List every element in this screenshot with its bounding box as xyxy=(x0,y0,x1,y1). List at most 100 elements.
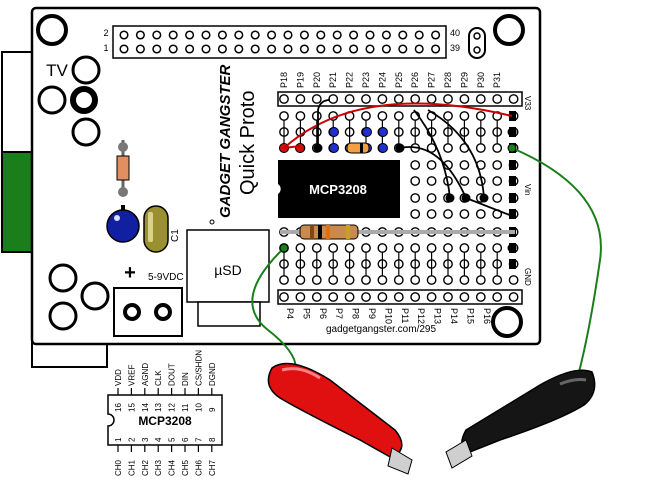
header-pin xyxy=(332,30,342,40)
header-pin xyxy=(365,30,375,40)
top-pin-label: P24 xyxy=(377,72,387,88)
pinout-top-number: 10 xyxy=(194,403,203,412)
top-pin-label: P20 xyxy=(312,72,322,88)
proto-hole xyxy=(492,193,503,203)
bottom-pin-label: P12 xyxy=(416,308,426,324)
led xyxy=(106,205,140,243)
pinout-bottom-name: CH3 xyxy=(154,459,163,476)
header-pin xyxy=(152,30,162,40)
expansion-header xyxy=(112,25,447,59)
pinout-chip-body xyxy=(107,394,223,446)
header-label-1: 1 xyxy=(103,43,108,53)
header-pin xyxy=(250,30,260,40)
top-pin-label: P26 xyxy=(410,72,420,88)
header-pin xyxy=(431,44,441,54)
pinout-legs xyxy=(117,388,213,452)
proto-hole xyxy=(475,243,486,253)
header-pin xyxy=(119,30,129,40)
proto-hole xyxy=(295,243,306,253)
proto-hole xyxy=(295,292,306,302)
capacitor-c1 xyxy=(143,205,169,253)
pinout-top-name: CLK xyxy=(154,370,163,386)
top-pin-label: P22 xyxy=(345,72,355,88)
black-wires xyxy=(317,99,513,217)
pinout-top-name: DGND xyxy=(208,362,217,386)
power-plus: + xyxy=(124,262,136,284)
proto-hole xyxy=(361,111,371,121)
pinout-top-name: DIN xyxy=(181,372,190,386)
proto-hole xyxy=(377,292,388,302)
cap-label: C1 xyxy=(170,229,181,242)
proto-hole xyxy=(393,275,404,285)
proto-hole xyxy=(393,94,404,104)
bottom-pin-label: P5 xyxy=(301,308,311,319)
top-pin-label: P27 xyxy=(427,72,437,88)
proto-hole xyxy=(426,209,437,219)
bottom-pin-label: P11 xyxy=(400,308,410,323)
resistor-bus xyxy=(299,224,359,240)
pinout-top-name: CS/SHDN xyxy=(194,350,203,386)
proto-hole xyxy=(492,176,503,186)
brand-dot xyxy=(209,219,215,225)
pinout-top-number: 13 xyxy=(154,403,163,412)
header-pin xyxy=(283,44,293,54)
red-wire xyxy=(283,102,513,149)
resistor-r1 xyxy=(116,140,130,197)
proto-hole xyxy=(443,111,453,121)
rail-label-v33: V33 xyxy=(523,96,532,111)
proto-hole xyxy=(443,275,453,285)
proto-hole xyxy=(426,243,437,253)
proto-hole xyxy=(344,275,355,285)
proto-hole xyxy=(426,176,437,186)
sd-label: µSD xyxy=(214,262,242,278)
green-wire-left xyxy=(251,247,297,373)
header-pin xyxy=(283,30,293,40)
pinout-top-name: VREF xyxy=(127,365,136,386)
audio-connector xyxy=(48,263,110,331)
proto-hole xyxy=(426,94,437,104)
board-url: gadgetgangster.com/295 xyxy=(326,324,437,335)
pinout-bottom-name: CH1 xyxy=(127,459,136,476)
header-pin xyxy=(431,30,441,40)
rail-label-vin: Vin xyxy=(523,184,532,195)
proto-hole xyxy=(311,292,322,302)
header-pin xyxy=(185,30,195,40)
proto-hole xyxy=(393,292,404,302)
proto-hole xyxy=(426,193,437,203)
header-pin xyxy=(349,44,359,54)
black-solder-point xyxy=(507,243,517,253)
header-pin xyxy=(414,30,424,40)
green-wire-right xyxy=(511,147,602,377)
proto-hole xyxy=(492,243,503,253)
proto-hole xyxy=(492,143,503,153)
header-pin xyxy=(381,30,391,40)
top-pin-label: P18 xyxy=(279,72,289,88)
brand-label: GADGET GANGSTER xyxy=(217,64,234,218)
header-pin xyxy=(398,44,408,54)
proto-hole xyxy=(410,94,421,104)
proto-hole xyxy=(459,209,470,219)
bottom-pin-label: P7 xyxy=(334,308,344,319)
proto-hole xyxy=(377,111,388,121)
pinout-bottom-number: 5 xyxy=(168,437,177,442)
proto-hole xyxy=(475,275,486,285)
pinout-top-number: 15 xyxy=(127,403,136,412)
pinout-bottom-name: CH2 xyxy=(141,459,150,476)
header-label-39: 39 xyxy=(450,43,460,53)
small-diode xyxy=(346,142,370,154)
proto-hole xyxy=(443,292,453,302)
proto-hole xyxy=(426,292,437,302)
proto-hole xyxy=(492,292,503,302)
bottom-pin-label: P4 xyxy=(285,308,295,319)
proto-hole xyxy=(410,292,421,302)
proto-hole xyxy=(295,275,306,285)
header-pin xyxy=(201,30,211,40)
header-pin xyxy=(152,44,162,54)
proto-hole xyxy=(492,94,503,104)
header-label-2: 2 xyxy=(103,28,108,38)
proto-hole xyxy=(377,94,388,104)
proto-hole xyxy=(328,292,339,302)
header-pin xyxy=(250,44,260,54)
